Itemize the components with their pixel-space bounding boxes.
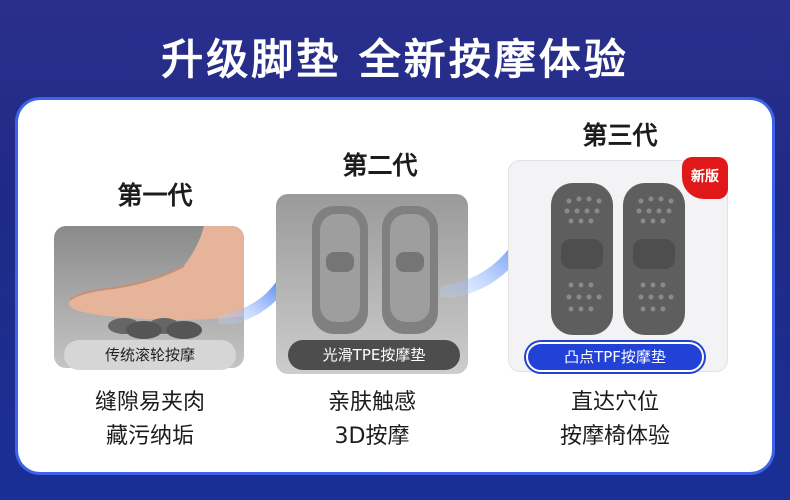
gen3-label: 凸点TPF按摩垫 bbox=[526, 342, 704, 372]
gen2-desc: 亲肤触感 3D按摩 bbox=[272, 386, 472, 454]
gen2-label: 光滑TPE按摩垫 bbox=[288, 340, 460, 370]
gen1-desc-line2: 藏污纳垢 bbox=[105, 424, 194, 449]
gen1-label: 传统滚轮按摩 bbox=[64, 340, 236, 370]
gen3-tpf-pad-image bbox=[508, 160, 728, 372]
headline: 升级脚垫 全新按摩体验 bbox=[161, 35, 629, 84]
gen3-desc-line2: 按摩椅体验 bbox=[559, 424, 670, 449]
gen1-title: 第一代 bbox=[117, 181, 193, 210]
gen3-desc-line1: 直达穴位 bbox=[570, 390, 659, 415]
gen3-title: 第三代 bbox=[582, 121, 658, 150]
new-version-badge: 新版 bbox=[682, 157, 728, 199]
gen2-desc-line1: 亲肤触感 bbox=[327, 390, 416, 415]
gen2-desc-line2: 3D按摩 bbox=[334, 424, 410, 449]
gen2-title: 第二代 bbox=[342, 151, 418, 180]
gen1-desc: 缝隙易夹肉 藏污纳垢 bbox=[50, 386, 250, 454]
gen1-roller-foot-image bbox=[54, 226, 244, 368]
gen1-desc-line1: 缝隙易夹肉 bbox=[94, 390, 205, 415]
gen3-desc: 直达穴位 按摩椅体验 bbox=[515, 386, 715, 454]
